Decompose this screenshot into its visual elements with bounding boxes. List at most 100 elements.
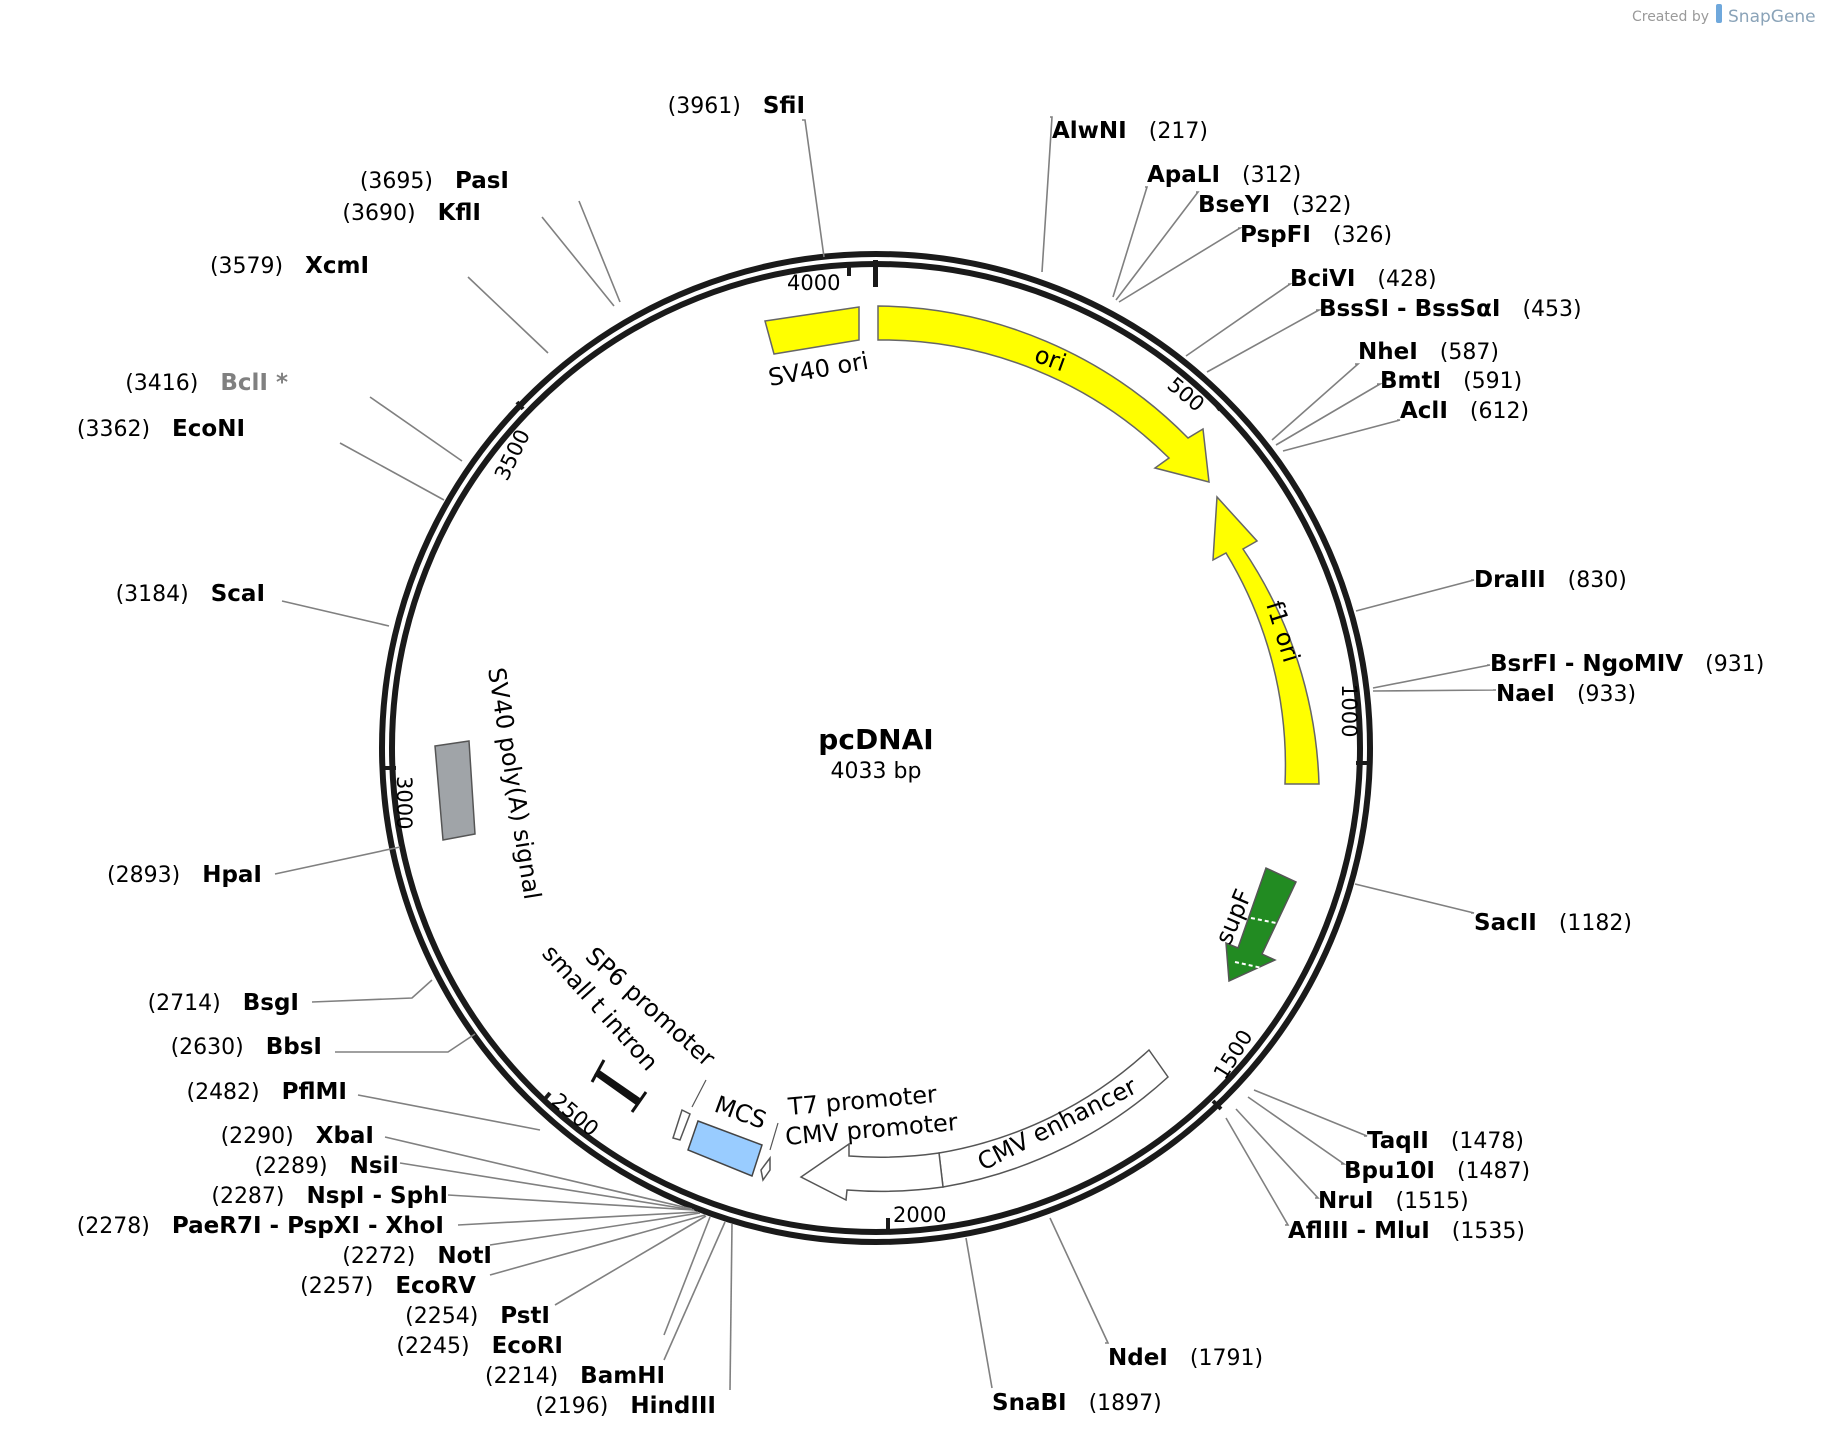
- site-position: (2254): [405, 1304, 478, 1329]
- snapgene-credit: Created by SnapGene: [1632, 4, 1816, 27]
- site-position: (2278): [77, 1214, 150, 1239]
- site-position: (1535): [1452, 1219, 1525, 1244]
- site-label-kfli: (3690)KflI: [342, 200, 481, 226]
- leader-line-bsrfi-ngomiv: [1372, 664, 1491, 689]
- site-position: (322): [1292, 193, 1351, 218]
- site-label-bsrfi-ngomiv: BsrFI - NgoMIV(931): [1490, 651, 1764, 677]
- tick-label-1000: 1000: [1337, 684, 1361, 737]
- leader-line-hpai: [274, 846, 401, 875]
- tick-label-3000: 3000: [392, 776, 416, 829]
- site-label-psti: (2254) PstI: [405, 1303, 550, 1329]
- site-name: BsrFI - NgoMIV: [1490, 651, 1683, 677]
- site-label-taqii: TaqII(1478): [1367, 1128, 1524, 1154]
- site-name: Bpu10I: [1344, 1158, 1435, 1184]
- tick-label-2000: 2000: [893, 1203, 946, 1227]
- leader-line-nrui: [1235, 1108, 1320, 1199]
- site-label-afliii-mlui: AflIII - MluI(1535): [1288, 1218, 1525, 1244]
- site-label-snabi: SnaBI(1897): [992, 1390, 1162, 1416]
- site-name: KflI: [438, 200, 481, 226]
- feature-sv40-ori: [764, 306, 860, 355]
- site-label-bamhi: (2214)BamHI: [485, 1363, 665, 1389]
- tick-500: [1212, 400, 1222, 412]
- leader-line-ecorv: [489, 1214, 706, 1276]
- features: [434, 305, 1320, 1202]
- site-label-noti: (2272)NotI: [342, 1243, 492, 1269]
- leader-line-ndei: [1049, 1217, 1110, 1344]
- leader-line-kfli: [541, 216, 615, 307]
- site-position: (2272): [342, 1244, 415, 1269]
- leader-line-nhei: [1271, 363, 1361, 441]
- leader-line-bamhi: [663, 1221, 726, 1361]
- plasmid-length: 4033 bp: [831, 759, 922, 784]
- site-position: (3362): [77, 417, 150, 442]
- label-sv40-ori: SV40 ori: [766, 347, 870, 392]
- site-position: (1897): [1089, 1391, 1162, 1416]
- site-label-bpu10i: Bpu10I(1487): [1344, 1158, 1530, 1184]
- leader-line-pflmi: [357, 1094, 541, 1131]
- site-name: EcoNI: [172, 416, 245, 442]
- site-label-pspfi: PspFI(326): [1240, 222, 1392, 248]
- leader-line-apali: [1112, 186, 1149, 298]
- site-position: (2630): [171, 1035, 244, 1060]
- leader-line-acli: [1282, 419, 1401, 452]
- site-name: XcmI: [305, 253, 369, 279]
- small-t-intron-cap-1: [590, 1059, 606, 1083]
- site-label-econi: (3362) EcoNI: [77, 416, 245, 442]
- plasmid-name: pcDNAI: [818, 723, 933, 756]
- site-position: (2893): [107, 863, 180, 888]
- site-label-nrui: NruI(1515): [1318, 1188, 1469, 1214]
- site-label-hpai: (2893) HpaI: [107, 862, 262, 888]
- site-name: BbsI: [266, 1034, 322, 1060]
- sp6-promoter-leader: [691, 1079, 707, 1108]
- site-name: HpaI: [202, 862, 262, 888]
- site-label-acli: AclI(612): [1400, 398, 1529, 424]
- site-position: (1478): [1451, 1129, 1524, 1154]
- site-position: (428): [1377, 267, 1436, 292]
- site-label-ecorv: (2257)EcoRV: [300, 1273, 476, 1299]
- site-name: NdeI: [1108, 1345, 1168, 1371]
- site-label-sfii: (3961) SfiI: [668, 93, 805, 119]
- tick-label-4000: 4000: [787, 271, 840, 295]
- leader-line-bpu10i: [1247, 1096, 1347, 1165]
- leader-line-noti: [489, 1212, 701, 1246]
- site-name: PstI: [500, 1303, 550, 1329]
- site-label-paer7i-pspxi-xhoi: (2278) PaeR7I - PspXI - XhoI: [77, 1213, 444, 1239]
- tick-2500: [542, 1091, 552, 1102]
- site-position: (587): [1440, 340, 1499, 365]
- leader-line-snabi: [965, 1237, 993, 1389]
- site-name: ScaI: [211, 581, 265, 607]
- feature-supf: [1225, 866, 1297, 983]
- site-name: AclI: [1400, 398, 1448, 424]
- snapgene-logo-icon: [1716, 4, 1722, 23]
- site-name: SfiI: [763, 93, 805, 119]
- site-label-hindiii: (2196)HindIII: [535, 1393, 716, 1419]
- site-label-xbai: (2290)XbaI: [221, 1123, 374, 1149]
- leader-line-bbsi: [335, 1033, 476, 1053]
- site-position: (453): [1522, 297, 1581, 322]
- site-name: BseYI: [1198, 192, 1270, 218]
- tick-1500: [1211, 1099, 1223, 1111]
- site-name: BamHI: [580, 1363, 665, 1389]
- leader-line-sacii: [1354, 883, 1475, 914]
- site-position: (312): [1242, 163, 1301, 188]
- feature-small-t-intron: [594, 1069, 640, 1105]
- site-position: (3961): [668, 94, 741, 119]
- site-name: NruI: [1318, 1188, 1374, 1214]
- site-name: PaeR7I - PspXI - XhoI: [172, 1213, 444, 1239]
- feature-sv40-polya: [434, 740, 476, 841]
- site-name: SacII: [1474, 910, 1537, 936]
- leader-line-ecori: [663, 1216, 711, 1336]
- site-name: PflMI: [282, 1079, 347, 1105]
- leader-line-bsgi: [311, 979, 433, 1003]
- leader-line-sfii: [802, 119, 825, 258]
- label-cmv-enhancer: CMV enhancer: [973, 1072, 1141, 1176]
- leader-line-xcmi: [467, 276, 549, 354]
- site-position: (2290): [221, 1124, 294, 1149]
- site-position: (2196): [535, 1394, 608, 1419]
- leader-line-nsii: [399, 1162, 694, 1211]
- credit-brand: SnapGene: [1728, 7, 1816, 27]
- site-name: BclI *: [220, 370, 288, 396]
- site-name: EcoRI: [492, 1333, 563, 1359]
- site-name: NheI: [1358, 339, 1418, 365]
